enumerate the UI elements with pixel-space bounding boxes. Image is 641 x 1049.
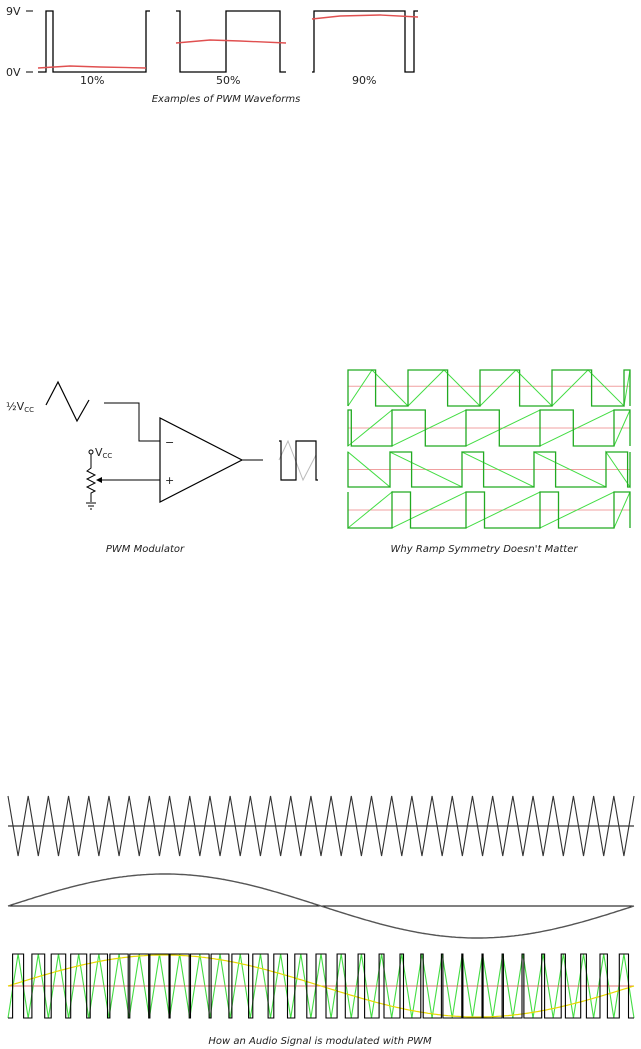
audio-sine-wave	[7, 873, 635, 939]
wave-trace-50	[176, 10, 286, 73]
minus-input-sign: −	[165, 436, 174, 449]
wire-minus-input	[104, 402, 160, 442]
wave-trace-90	[312, 10, 418, 73]
modulator-output-waveform	[278, 439, 318, 482]
caption-pwm-examples: Examples of PWM Waveforms	[152, 94, 301, 105]
ramp-square-output	[347, 369, 631, 407]
duty-label-50: 50%	[216, 74, 240, 87]
average-line-50	[175, 39, 287, 44]
combined-sine-wave	[7, 954, 635, 1018]
output-ghost-triangle	[278, 439, 317, 482]
plus-input-sign: +	[165, 474, 174, 487]
wave-trace-10	[38, 10, 150, 73]
triangle-carrier-wave	[7, 795, 635, 857]
ramp-symmetry-figure	[347, 369, 631, 530]
caption-ramp-symmetry: Why Ramp Symmetry Doesn't Matter	[391, 544, 579, 555]
pwm-wave-90-percent	[311, 10, 419, 73]
potentiometer	[85, 454, 97, 502]
ramp-wave	[347, 369, 631, 408]
caption-audio-pwm: How an Audio Signal is modulated with PW…	[208, 1036, 432, 1047]
audio-modulation-figure	[7, 795, 635, 1019]
caption-pwm-modulator: PWM Modulator	[106, 544, 185, 555]
ramp-square-output	[347, 409, 631, 447]
pwm-wave-10-percent	[37, 10, 150, 73]
half-vcc-label: ½VCC	[6, 400, 34, 414]
pwm-modulator-schematic: ½VCC − + VCC PWM Modulator	[6, 380, 318, 555]
pwm-examples-figure: 9V 0V 10% 50% 90% Examples of PWM Wavefo…	[6, 5, 419, 105]
y-label-0v: 0V	[6, 66, 21, 79]
op-amp-comparator	[159, 417, 244, 503]
average-line-10	[37, 65, 147, 69]
vcc-terminal	[88, 449, 94, 455]
output-square-wave	[279, 440, 318, 481]
duty-label-10: 10%	[80, 74, 104, 87]
pwm-wave-50-percent	[175, 10, 287, 73]
wiper-arrow-icon	[96, 477, 102, 483]
ramp-square-output	[347, 491, 631, 529]
pwm-output-wave	[8, 953, 634, 1019]
vcc-label: VCC	[95, 446, 112, 460]
duty-label-90: 90%	[352, 74, 376, 87]
ramp-square-output	[347, 451, 631, 488]
average-line-90	[311, 14, 419, 20]
ground-icon	[86, 502, 96, 510]
triangle-input-signal	[45, 380, 90, 423]
y-label-9v: 9V	[6, 5, 21, 18]
